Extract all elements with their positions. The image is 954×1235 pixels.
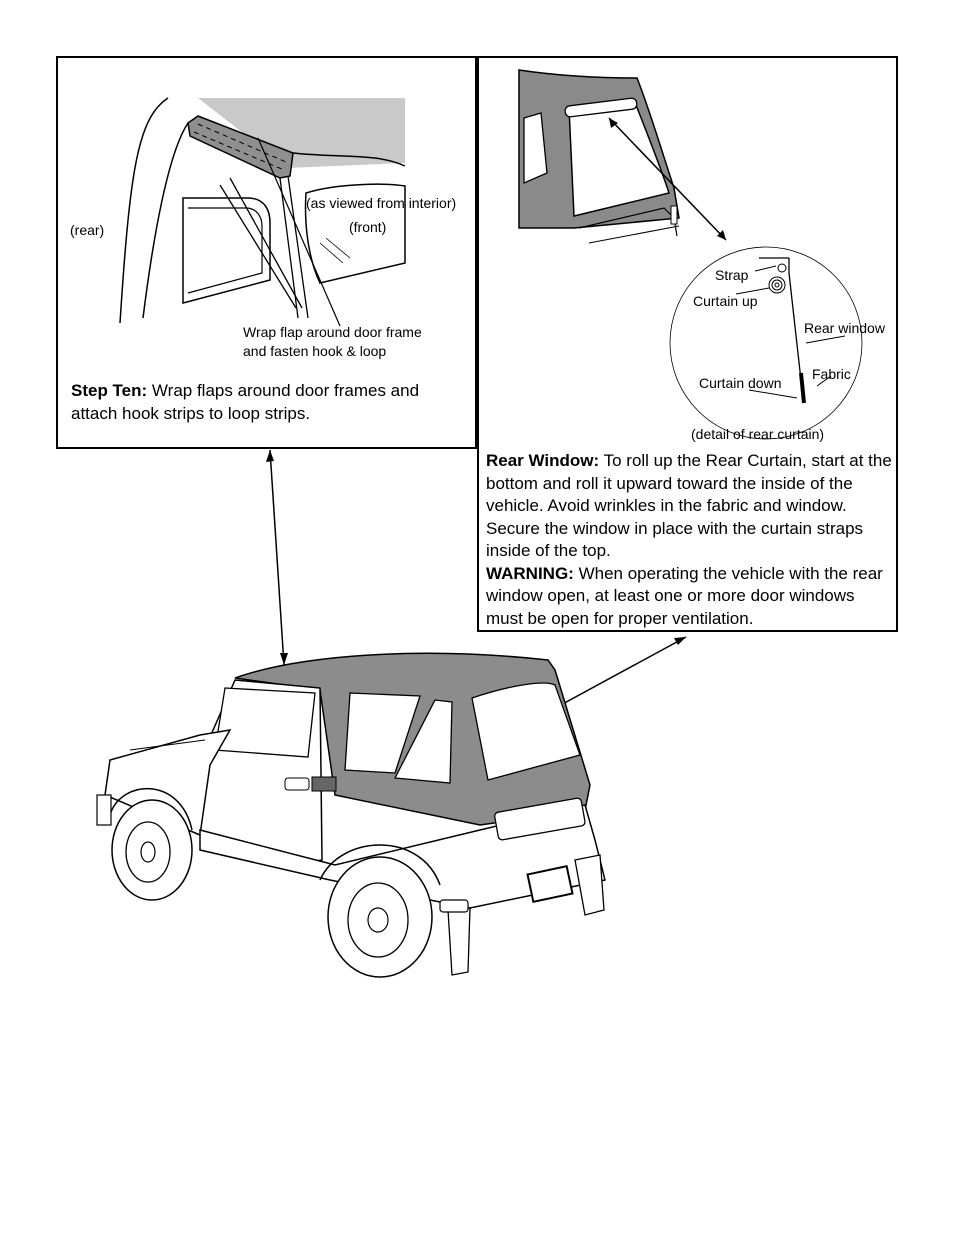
rear-window-heading: Rear Window: [486, 451, 600, 470]
detail-caption: (detail of rear curtain) [691, 426, 825, 442]
rear-window-panel: Strap Curtain up Rear window Fabric Curt… [477, 56, 898, 632]
step-ten-text: Step Ten: Wrap flaps around door frames … [71, 380, 466, 425]
strap-label: Strap [715, 267, 749, 283]
wrap-flap-label-line1: Wrap flap around door frame [243, 324, 422, 340]
interior-label: (as viewed from interior) [306, 195, 457, 211]
curtain-up-label: Curtain up [693, 293, 758, 309]
curtain-detail-illustration [669, 246, 863, 440]
curtain-down-label: Curtain down [699, 375, 782, 391]
rear-window-text: Rear Window: To roll up the Rear Curtain… [486, 450, 896, 630]
rear-window-label: Rear window [804, 320, 885, 336]
warning-body: When operating the vehicle with the rear… [486, 563, 883, 628]
rear-label: (rear) [70, 222, 105, 238]
fabric-label: Fabric [812, 366, 851, 382]
step-ten-panel: (rear) (as viewed from interior) (front)… [56, 56, 477, 449]
front-label: (front) [349, 219, 387, 235]
rear-window-illustration [518, 69, 727, 244]
door-frame-illustration [119, 97, 406, 327]
wrap-flap-label-line2: and fasten hook & loop [243, 343, 387, 359]
warning-heading: WARNING: [486, 563, 574, 583]
vehicle-illustration [96, 449, 687, 978]
rear-window-body: To roll up the Rear Curtain, start at th… [486, 451, 892, 560]
step-ten-body: Wrap flaps around door frames and attach… [71, 381, 420, 423]
step-ten-heading: Step Ten: [71, 381, 148, 400]
